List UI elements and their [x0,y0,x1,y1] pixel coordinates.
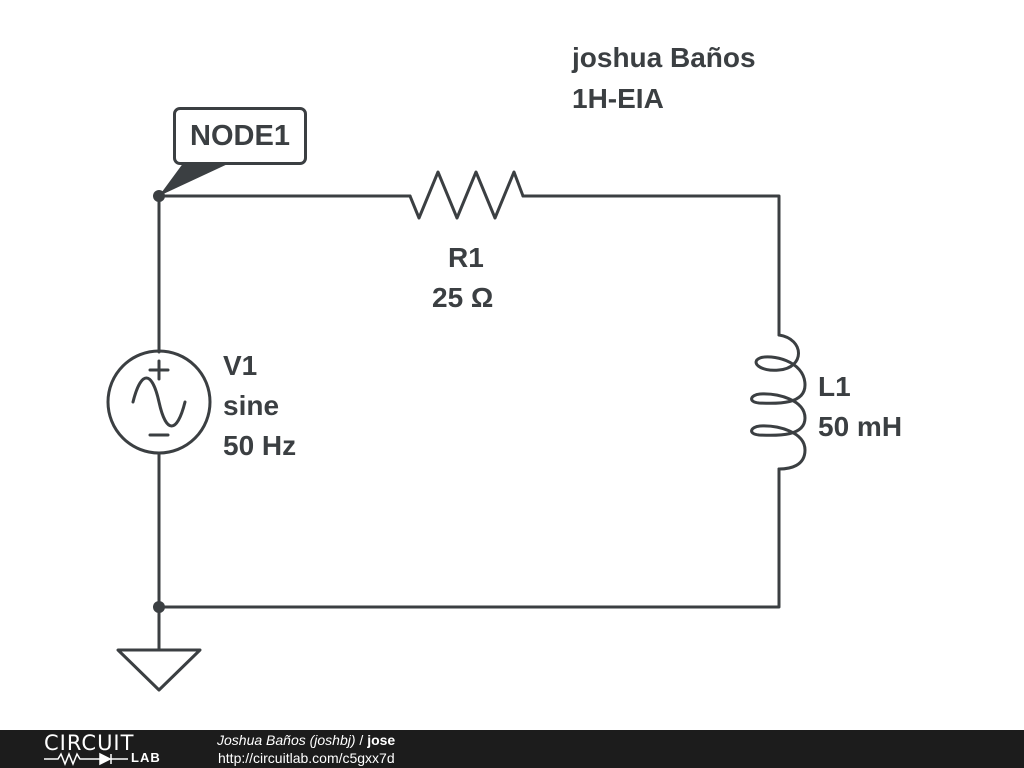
ground-symbol [116,648,202,692]
resistor-r1-symbol [408,170,525,220]
class-label: 1H-EIA [572,83,664,114]
footer-url-link[interactable]: http://circuitlab.com/c5gxx7d [218,750,395,766]
source-frequency-label: 50 Hz [223,430,297,461]
source-type-label: sine [223,390,280,421]
node-label: NODE1 [173,107,307,165]
circuit-schematic [106,162,807,692]
inductor-ref-label: L1 [818,371,851,402]
footer-circuit-name-link[interactable]: jose [367,732,396,748]
sine-wave-icon [131,376,187,428]
inductor-l1-symbol [750,333,807,471]
resistor-value-label: 25 Ω [432,282,494,313]
plus-sign-icon [148,359,170,381]
footer-author-link[interactable]: Joshua Baños (joshbj) [217,732,356,748]
resistor-ref-label: R1 [448,242,484,273]
author-label: joshua Baños [572,42,756,73]
footer-bar: CIRCUIT LAB Joshua Baños (joshbj) / jose… [0,730,1024,768]
circuitlab-logo-text[interactable]: CIRCUIT [44,731,135,755]
voltage-source-v1-symbol [106,349,212,455]
wire-right-bottom [157,467,781,609]
wire-top-right [521,194,781,337]
circuitlab-logo-lab: LAB [131,750,161,765]
source-ref-label: V1 [223,350,258,381]
inductor-value-label: 50 mH [818,411,903,442]
junction-node1 [153,190,165,202]
resistor-diode-logo-icon [44,752,128,766]
node-label-pointer [159,162,232,196]
junction-ground [153,601,165,613]
footer-attribution: Joshua Baños (joshbj) / jose [217,732,395,749]
footer-separator: / [355,732,368,748]
